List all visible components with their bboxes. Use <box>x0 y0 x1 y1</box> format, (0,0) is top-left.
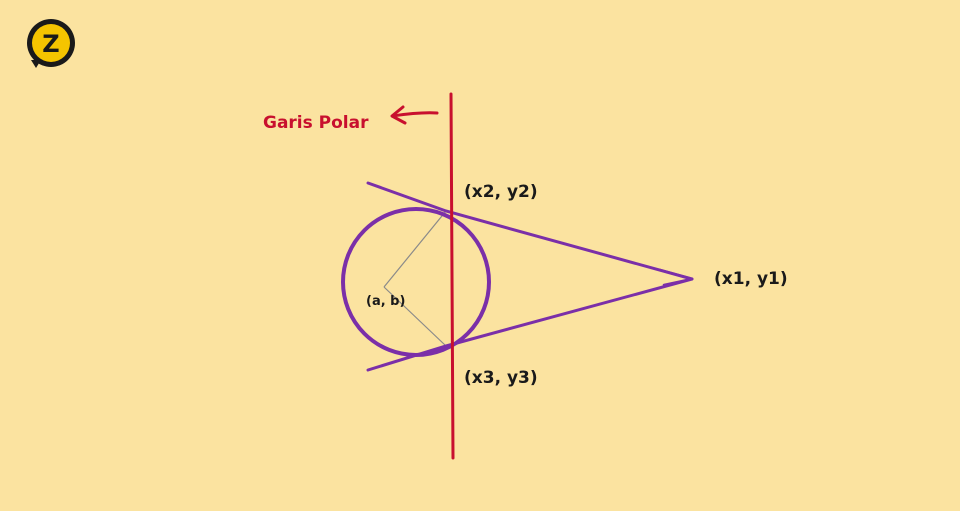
arrow-left-icon <box>390 105 439 125</box>
polar-line <box>449 92 455 460</box>
point-x1-y1-label: (x1, y1) <box>714 269 788 289</box>
radius-line-upper <box>383 210 447 288</box>
logo-letter: Z <box>42 30 59 58</box>
point-x2-y2-label: (x2, y2) <box>464 182 538 202</box>
zenius-logo-icon: Z <box>27 19 75 68</box>
radius-line-lower <box>383 286 447 347</box>
center-label: (a, b) <box>366 294 405 309</box>
tangent-line-lower <box>366 277 694 372</box>
polar-line-label: Garis Polar <box>263 113 369 133</box>
point-x3-y3-label: (x3, y3) <box>464 368 538 388</box>
external-point-marker <box>658 268 693 287</box>
tangent-line-upper <box>366 181 694 281</box>
circle <box>341 207 491 357</box>
